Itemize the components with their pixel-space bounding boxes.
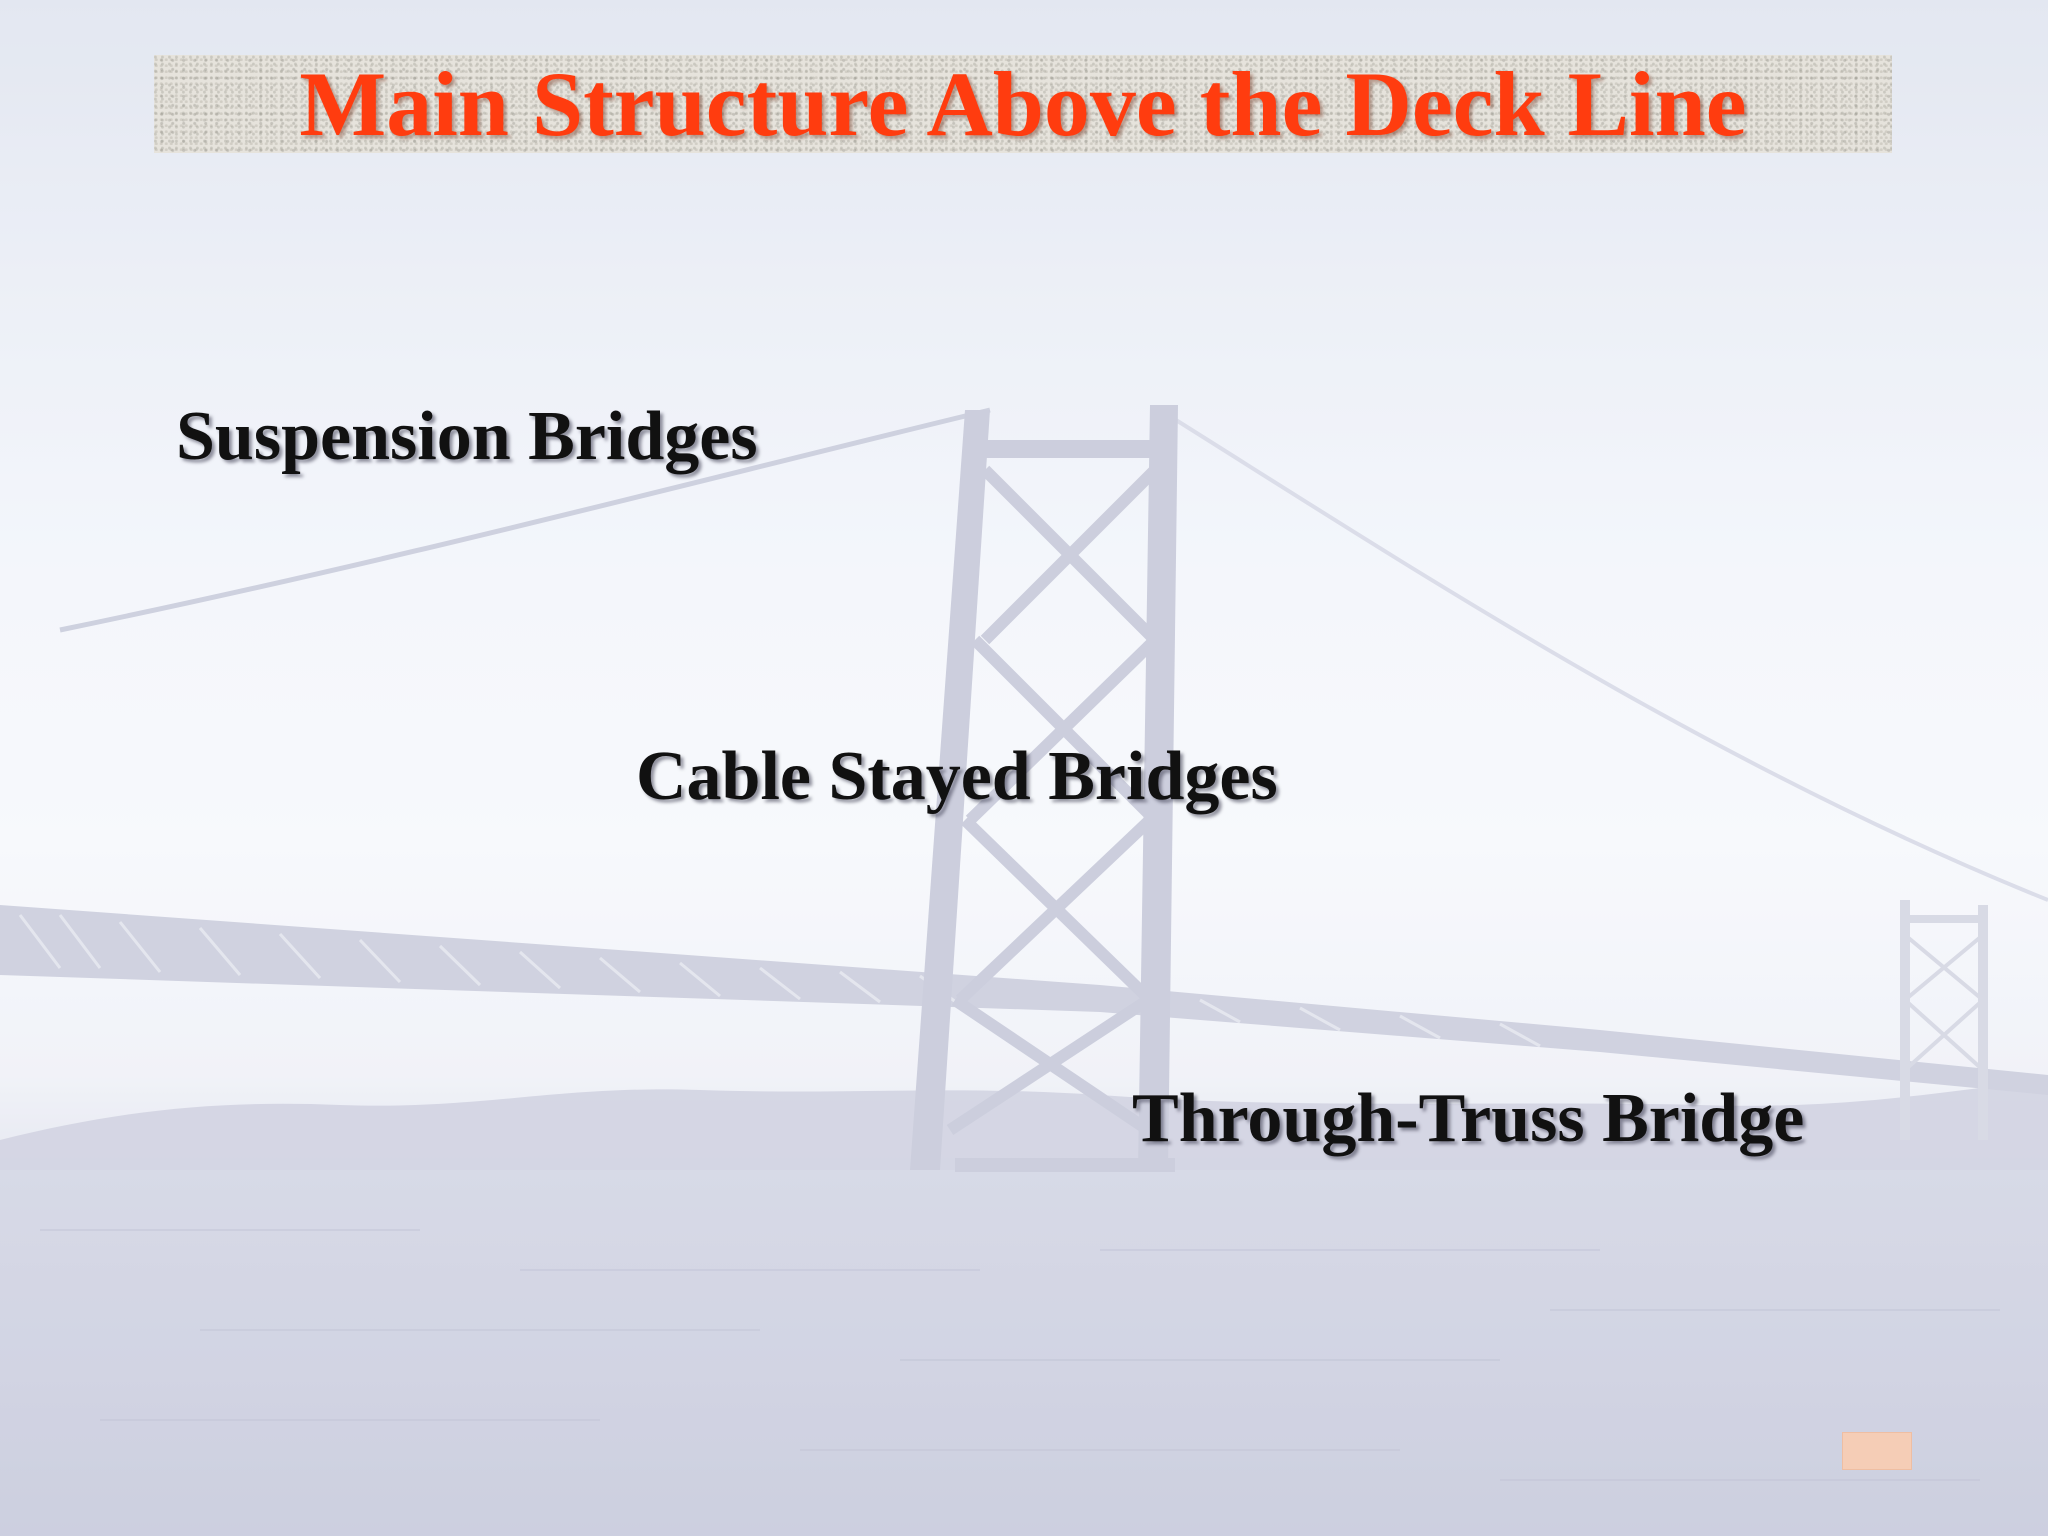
- suspension-bridges-label: Suspension Bridges: [176, 398, 758, 475]
- slide-navigation-button[interactable]: [1842, 1432, 1912, 1470]
- slide-title: Main Structure Above the Deck Line: [299, 53, 1747, 155]
- cable-stayed-bridges-label: Cable Stayed Bridges: [636, 738, 1278, 815]
- through-truss-bridge-label: Through-Truss Bridge: [1132, 1080, 1805, 1157]
- title-banner: Main Structure Above the Deck Line: [154, 55, 1892, 153]
